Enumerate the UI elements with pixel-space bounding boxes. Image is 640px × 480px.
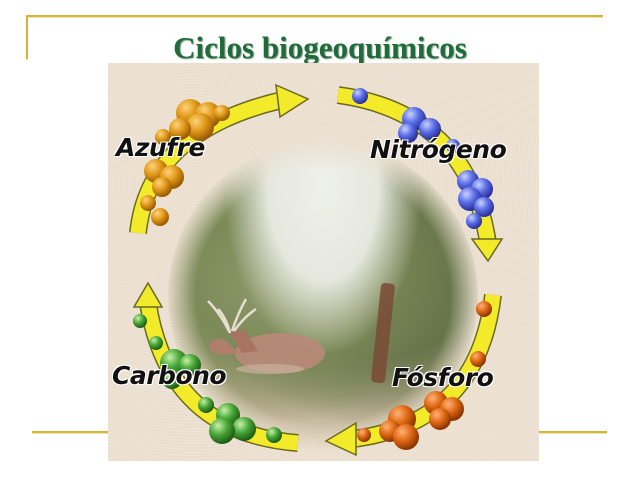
bottom-decorative-rule-left: [32, 431, 108, 433]
label-carbono: Carbono: [112, 361, 227, 390]
nitrogen-molecules: [352, 88, 494, 229]
deer-illustration: [207, 298, 325, 374]
bottom-decorative-rule-right: [539, 431, 607, 433]
top-decorative-rule: [26, 15, 603, 17]
slide-title: Ciclos biogeoquímicos: [173, 30, 467, 65]
cycle-arrows: [129, 83, 504, 457]
phosphorus-molecules: [357, 301, 492, 450]
left-decorative-rule: [26, 15, 28, 59]
label-nitrogeno: Nitrógeno: [370, 135, 507, 164]
label-azufre: Azufre: [116, 133, 205, 162]
label-fosforo: Fósforo: [392, 363, 494, 392]
carbon-molecules: [133, 314, 282, 444]
sulfur-molecules: [140, 99, 230, 226]
biogeochemical-cycles-figure: Azufre Nitrógeno Fósforo Carbono: [108, 63, 539, 461]
